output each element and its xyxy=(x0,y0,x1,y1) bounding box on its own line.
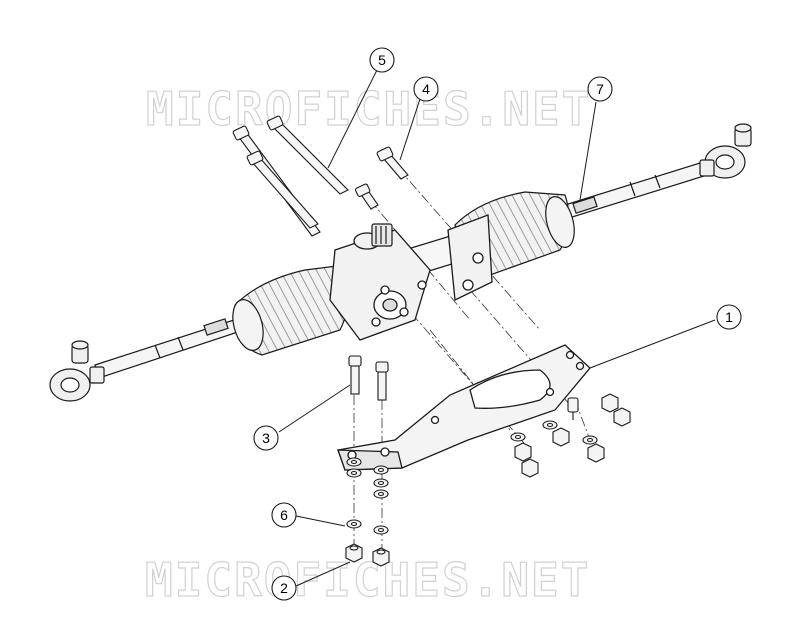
short-bolts xyxy=(354,146,409,210)
callout-leaders xyxy=(278,69,716,587)
callout-7: 7 xyxy=(587,76,613,102)
tie-rod-end-left xyxy=(49,340,105,402)
washers-and-nuts xyxy=(345,457,390,567)
callout-6-label: 6 xyxy=(280,507,288,523)
callout-2: 2 xyxy=(271,575,297,601)
long-bolts xyxy=(232,115,349,237)
callout-4: 4 xyxy=(413,76,439,102)
pinion-shaft xyxy=(371,223,393,247)
tie-rod-end-right xyxy=(699,123,752,179)
callout-3-label: 3 xyxy=(262,430,270,446)
bracket-side-nuts xyxy=(510,393,631,478)
callout-2-label: 2 xyxy=(280,580,288,596)
callout-4-label: 4 xyxy=(422,81,430,97)
pinion-housing xyxy=(329,229,431,341)
callout-6: 6 xyxy=(271,502,297,528)
watermark-top: MICROFICHES.NET xyxy=(145,81,592,136)
tie-rod-left xyxy=(94,317,245,379)
callout-7-label: 7 xyxy=(596,81,604,97)
rubber-boot-left xyxy=(232,264,350,356)
tie-rod-right xyxy=(564,162,705,219)
watermark-bottom: MICROFICHES.NET xyxy=(144,552,591,607)
vertical-bolts xyxy=(348,355,389,401)
callout-5: 5 xyxy=(369,47,395,73)
callout-5-label: 5 xyxy=(378,52,386,68)
rack-mount-clamp xyxy=(447,214,493,301)
callout-1: 1 xyxy=(716,304,742,330)
callout-3: 3 xyxy=(253,425,279,451)
mounting-bracket xyxy=(337,344,591,471)
callout-1-label: 1 xyxy=(725,309,733,325)
